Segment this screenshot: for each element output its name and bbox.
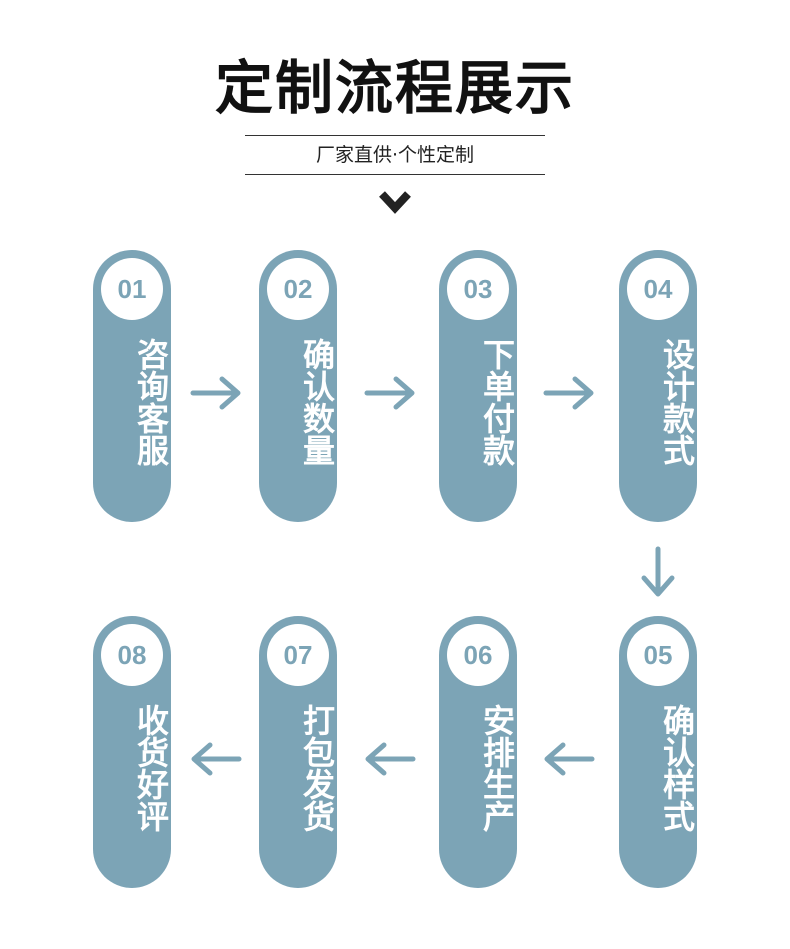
step-number: 02 (267, 258, 329, 320)
arrow-left-icon (191, 742, 242, 776)
page-title: 定制流程展示 (214, 54, 575, 122)
step-label: 设计款式 (658, 338, 696, 466)
arrow-right-icon (364, 376, 415, 410)
step-number: 08 (101, 624, 163, 686)
step-04: 04 设计款式 (619, 250, 697, 522)
step-number: 04 (627, 258, 689, 320)
arrow-left-icon (365, 742, 416, 776)
step-number: 03 (447, 258, 509, 320)
chevron-down-icon (379, 191, 411, 214)
step-number: 06 (447, 624, 509, 686)
step-07: 07 打包发货 (259, 616, 337, 888)
step-06: 06 安排生产 (439, 616, 517, 888)
title-divider-bottom (245, 174, 545, 175)
step-01: 01 咨询客服 (93, 250, 171, 522)
step-08: 08 收货好评 (93, 616, 171, 888)
step-02: 02 确认数量 (259, 250, 337, 522)
step-label: 安排生产 (478, 704, 516, 832)
step-number: 01 (101, 258, 163, 320)
arrow-right-icon (543, 376, 594, 410)
step-label: 下单付款 (478, 338, 516, 466)
step-label: 收货好评 (132, 704, 170, 832)
arrow-right-icon (190, 376, 241, 410)
arrow-left-icon (544, 742, 595, 776)
step-label: 咨询客服 (132, 338, 170, 466)
step-05: 05 确认样式 (619, 616, 697, 888)
step-label: 确认样式 (658, 704, 696, 832)
step-label: 打包发货 (298, 704, 336, 832)
step-label: 确认数量 (298, 338, 336, 466)
title-divider-top (245, 135, 545, 136)
page-subtitle: 厂家直供·个性定制 (315, 144, 475, 166)
arrow-down-icon (641, 546, 675, 597)
step-number: 05 (627, 624, 689, 686)
step-number: 07 (267, 624, 329, 686)
step-03: 03 下单付款 (439, 250, 517, 522)
